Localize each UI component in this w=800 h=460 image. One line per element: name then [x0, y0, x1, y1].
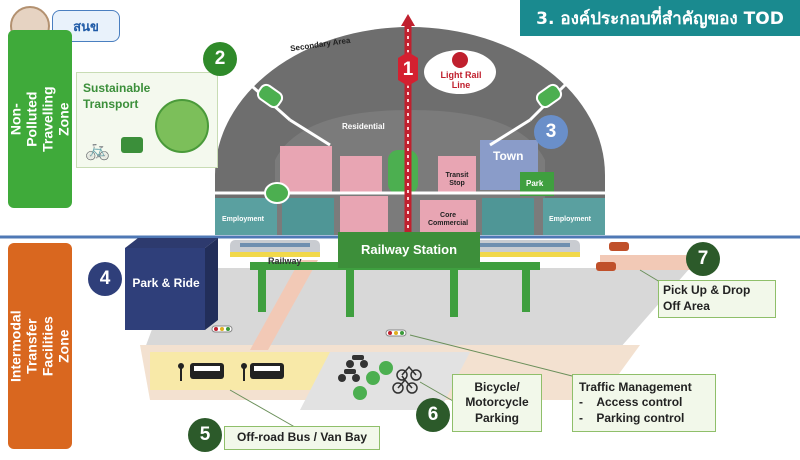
park-and-ride-building	[125, 248, 205, 330]
pickup-dropoff-box: Pick Up & Drop Off Area	[658, 280, 776, 318]
bicycle-icon	[392, 365, 422, 394]
traffic-management-box: Traffic Management - Access control - Pa…	[572, 374, 716, 432]
light-rail-badge	[424, 50, 496, 94]
marker-4: 4	[88, 262, 122, 296]
marker-7: 7	[686, 242, 720, 276]
town-label: Town	[493, 149, 524, 163]
logo-text: สนข	[73, 19, 99, 35]
page-title: 3. องค์ประกอบที่สำคัญของ TOD	[520, 0, 800, 36]
railway-label: Railway	[268, 256, 302, 266]
railway-station-label: Railway Station	[360, 242, 458, 257]
car-icon	[596, 262, 616, 271]
employment-left-label: Employment	[222, 216, 265, 223]
employment-left-block	[215, 198, 277, 235]
pickup-dropoff-label: Pick Up & Drop Off Area	[663, 283, 751, 313]
zone-label-intermodal: Intermodal Transfer Facilities Zone	[8, 243, 72, 449]
bicycle-parking-label: Bicycle/ Motorcycle Parking	[465, 379, 529, 425]
marker-2: 2	[203, 42, 237, 76]
bus-icon	[121, 137, 143, 153]
transit-stop-label: Transit Stop	[445, 172, 469, 188]
walkway	[250, 260, 318, 350]
platform-base	[145, 268, 690, 348]
traffic-management-title: Traffic Management	[579, 379, 692, 394]
core-block	[420, 200, 476, 236]
car-icon	[609, 242, 629, 251]
light-rail-line-label: Light Rail Line	[440, 70, 482, 91]
bus-bay-label: Off-road Bus / Van Bay	[236, 430, 368, 445]
bicycle-icon: 🚲	[85, 139, 110, 161]
motorcycle-icon	[338, 355, 368, 382]
green-node-center-left	[264, 182, 290, 204]
green-node-right	[535, 83, 563, 109]
park-label: Park	[526, 179, 544, 188]
transit-green	[388, 150, 418, 194]
employment-right-label: Employment	[549, 216, 592, 223]
traffic-item-access-text: Access control	[596, 395, 683, 410]
residential-block-3	[438, 156, 476, 192]
employment-mid-left	[282, 198, 334, 235]
zone-label-non-polluted: Non-Polluted Travelling Zone	[8, 30, 72, 208]
zone-top-text: Non-Polluted Travelling Zone	[7, 86, 73, 152]
traffic-item-parking: - Parking control	[579, 410, 685, 425]
marker-5: 5	[188, 418, 222, 452]
earth-icon	[155, 99, 209, 153]
park-and-ride-label: Park & Ride	[132, 276, 200, 290]
green-node-left	[256, 83, 284, 109]
residential-block-2	[340, 156, 382, 192]
parking-strip	[300, 352, 470, 410]
bus-bay-box: Off-road Bus / Van Bay	[224, 426, 380, 450]
leader-bus	[229, 389, 301, 431]
residential-label: Residential	[342, 122, 385, 131]
sustainable-transport-label: Sustainable Transport	[83, 81, 151, 111]
core-block-2	[340, 196, 388, 232]
marker-1-shape	[398, 52, 418, 86]
station-roof	[338, 232, 480, 268]
zone-bottom-text: Intermodal Transfer Facilities Zone	[7, 310, 73, 382]
marker-6: 6	[416, 398, 450, 432]
employment-mid-right	[482, 198, 534, 235]
sustainable-transport-card: Sustainable Transport 🚲	[76, 72, 218, 168]
marker-1: 1	[402, 59, 414, 80]
traffic-item-access: - Access control	[579, 395, 683, 410]
core-commercial-label: Core Commercial	[427, 212, 469, 228]
residential-block-1	[280, 146, 332, 194]
bus-bay-strip	[150, 352, 330, 390]
bicycle-parking-box: Bicycle/ Motorcycle Parking	[452, 374, 542, 432]
traffic-item-parking-text: Parking control	[596, 410, 685, 425]
marker-3: 3	[534, 115, 568, 149]
employment-right-block	[543, 198, 605, 235]
